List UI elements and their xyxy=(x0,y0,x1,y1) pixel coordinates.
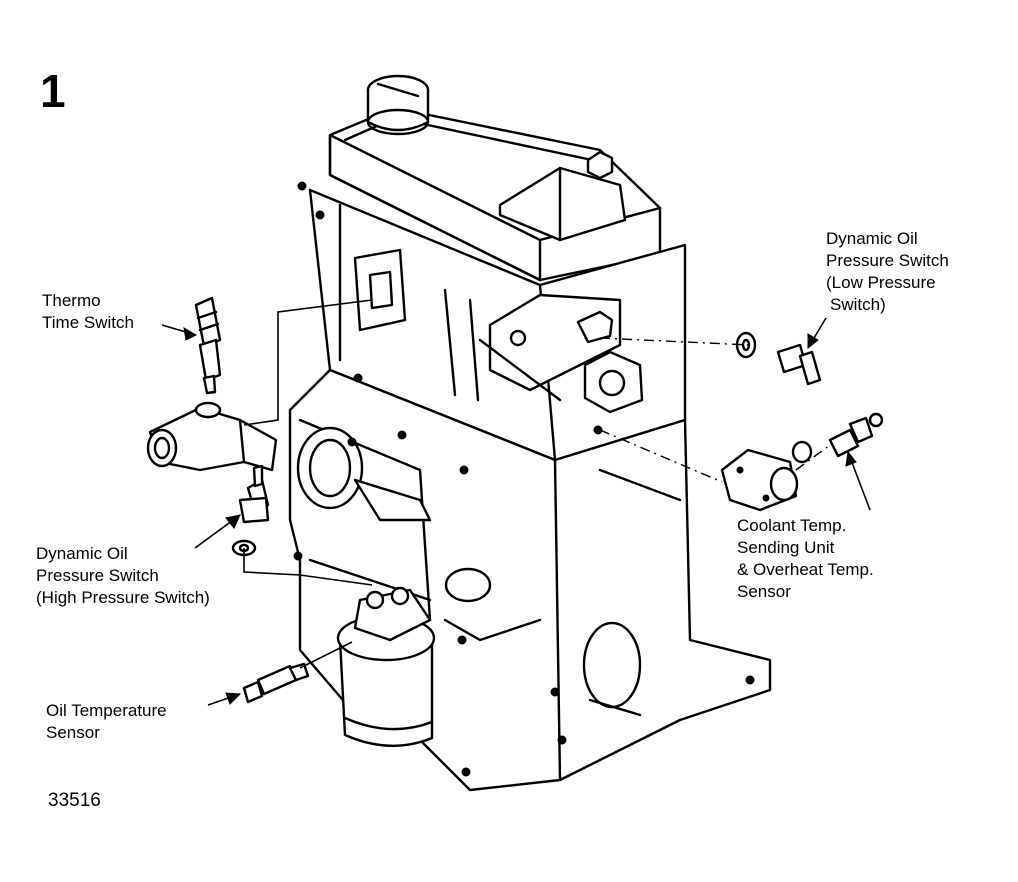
coolant-housing xyxy=(146,401,278,472)
figure-number: 1 xyxy=(40,65,66,117)
label-coolant-temp-sending-unit: Coolant Temp. Sending Unit & Overheat Te… xyxy=(737,515,874,603)
label-line: Sending Unit xyxy=(737,538,835,557)
label-thermo-time-switch: Thermo Time Switch xyxy=(42,290,134,334)
oil-filter xyxy=(336,586,436,747)
label-line: (Low Pressure xyxy=(826,273,936,292)
label-line: Thermo xyxy=(42,291,101,310)
label-line: Dynamic Oil xyxy=(826,229,918,248)
label-line: Oil Temperature xyxy=(46,701,167,720)
bolt-heads xyxy=(293,181,755,777)
label-oil-temperature-sensor: Oil Temperature Sensor xyxy=(46,700,167,744)
figure-reference-code: 33516 xyxy=(48,790,101,811)
label-dynamic-oil-low-pressure: Dynamic Oil Pressure Switch (Low Pressur… xyxy=(826,228,949,316)
thermo-time-switch xyxy=(194,296,222,395)
label-line: Dynamic Oil xyxy=(36,544,128,563)
label-dynamic-oil-high-pressure: Dynamic Oil Pressure Switch (High Pressu… xyxy=(36,543,210,609)
label-line: & Overheat Temp. xyxy=(737,560,874,579)
label-line: (High Pressure Switch) xyxy=(36,588,210,607)
oil-temperature-sensor xyxy=(242,662,310,704)
label-line: Time Switch xyxy=(42,313,134,332)
high-pressure-switch xyxy=(231,464,270,557)
leader-lines xyxy=(161,299,871,706)
label-line: Pressure Switch xyxy=(826,251,949,270)
label-line: Pressure Switch xyxy=(36,566,159,585)
label-line: Sensor xyxy=(46,723,100,742)
label-line: Switch) xyxy=(830,295,886,314)
label-line: Coolant Temp. xyxy=(737,516,847,535)
label-line: Sensor xyxy=(737,582,791,601)
coolant-temp-unit xyxy=(720,412,884,512)
low-pressure-switch xyxy=(735,331,822,386)
